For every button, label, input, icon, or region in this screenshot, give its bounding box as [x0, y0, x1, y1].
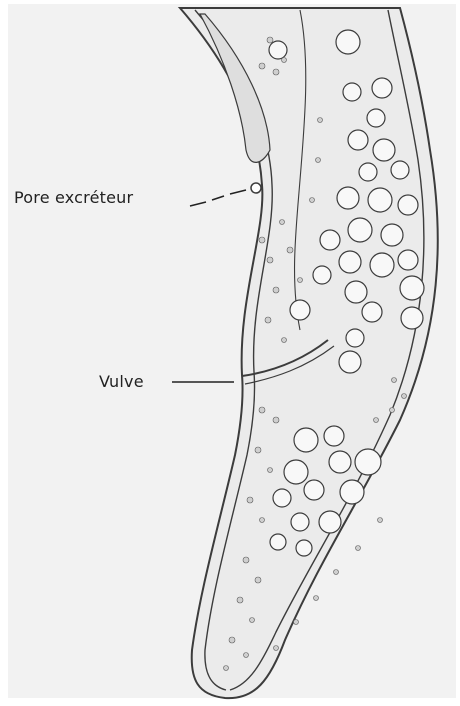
- granule: [298, 278, 303, 283]
- cell: [355, 449, 381, 475]
- granule: [282, 338, 287, 343]
- cell: [337, 187, 359, 209]
- granule: [392, 378, 397, 383]
- granule: [268, 468, 273, 473]
- granule: [378, 518, 383, 523]
- granule: [287, 247, 293, 253]
- granule: [243, 557, 249, 563]
- granule: [255, 447, 261, 453]
- cell: [319, 511, 341, 533]
- cell: [313, 266, 331, 284]
- granule: [356, 546, 361, 551]
- granule: [250, 618, 255, 623]
- granule: [374, 418, 379, 423]
- cell: [368, 188, 392, 212]
- granule: [273, 69, 279, 75]
- granule: [280, 220, 285, 225]
- cell: [294, 428, 318, 452]
- granule: [259, 63, 265, 69]
- granule: [282, 58, 287, 63]
- cell: [398, 250, 418, 270]
- cell: [291, 513, 309, 531]
- cell: [304, 480, 324, 500]
- granule: [402, 394, 407, 399]
- granule: [273, 287, 279, 293]
- cell: [336, 30, 360, 54]
- granule: [294, 620, 299, 625]
- cell: [346, 329, 364, 347]
- granule: [390, 408, 395, 413]
- cell: [296, 540, 312, 556]
- cell: [270, 534, 286, 550]
- cell: [359, 163, 377, 181]
- label-vulve: Vulve: [99, 372, 144, 391]
- cell: [348, 130, 368, 150]
- granule: [273, 417, 279, 423]
- cell: [372, 78, 392, 98]
- cell: [373, 139, 395, 161]
- granule: [334, 570, 339, 575]
- cell: [324, 426, 344, 446]
- cell: [329, 451, 351, 473]
- granule: [267, 257, 273, 263]
- granule: [237, 597, 243, 603]
- granule: [267, 37, 273, 43]
- cell: [400, 276, 424, 300]
- cell: [339, 251, 361, 273]
- granule: [255, 577, 261, 583]
- granule: [259, 407, 265, 413]
- granule: [265, 317, 271, 323]
- granule: [314, 596, 319, 601]
- cell: [348, 218, 372, 242]
- granule: [274, 646, 279, 651]
- cell: [273, 489, 291, 507]
- cell: [284, 460, 308, 484]
- cell: [345, 281, 367, 303]
- cell: [367, 109, 385, 127]
- granule: [316, 158, 321, 163]
- cell: [340, 480, 364, 504]
- cell: [391, 161, 409, 179]
- granule: [260, 518, 265, 523]
- cell: [269, 41, 287, 59]
- excretory-pore: [251, 183, 261, 193]
- granule: [224, 666, 229, 671]
- granule: [310, 198, 315, 203]
- label-pore-excreteur: Pore excréteur: [14, 188, 133, 207]
- cell: [343, 83, 361, 101]
- cell: [362, 302, 382, 322]
- cell: [401, 307, 423, 329]
- granule: [259, 237, 265, 243]
- granule: [229, 637, 235, 643]
- granule: [318, 118, 323, 123]
- cell: [370, 253, 394, 277]
- cell: [290, 300, 310, 320]
- granule: [244, 653, 249, 658]
- cell: [381, 224, 403, 246]
- granule: [247, 497, 253, 503]
- cell: [339, 351, 361, 373]
- cell: [320, 230, 340, 250]
- cell: [398, 195, 418, 215]
